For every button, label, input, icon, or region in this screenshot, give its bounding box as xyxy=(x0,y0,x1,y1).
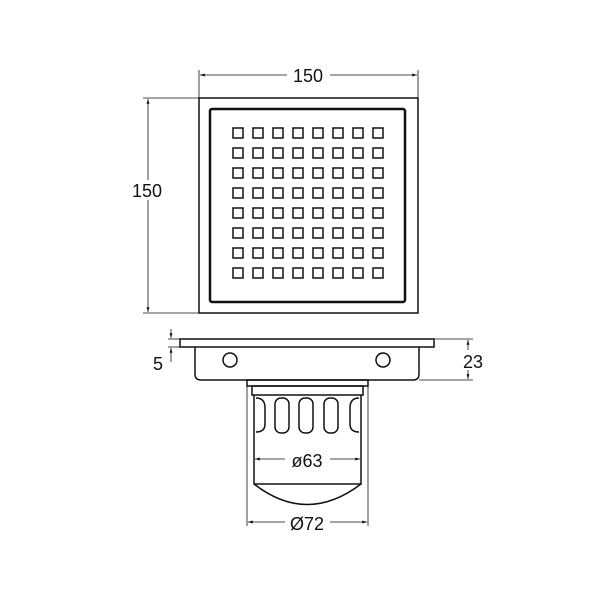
grate-hole xyxy=(372,127,384,139)
grate-hole xyxy=(292,247,304,259)
top-view: 150 150 xyxy=(130,66,419,314)
grate-hole xyxy=(232,247,244,259)
grate-hole xyxy=(232,127,244,139)
grate-hole xyxy=(352,227,364,239)
grate-hole xyxy=(272,167,284,179)
grate-hole xyxy=(352,127,364,139)
grate-hole xyxy=(352,187,364,199)
grate-hole xyxy=(272,267,284,279)
grate-hole xyxy=(352,167,364,179)
grate-hole xyxy=(232,227,244,239)
grate-hole xyxy=(292,187,304,199)
grate-hole xyxy=(232,207,244,219)
grate-hole xyxy=(332,247,344,259)
grate-hole xyxy=(252,147,264,159)
flange xyxy=(179,338,435,348)
neck xyxy=(251,385,364,396)
grate-hole xyxy=(252,267,264,279)
grate-hole xyxy=(352,247,364,259)
trap-bottom xyxy=(253,483,362,506)
grate-hole xyxy=(252,127,264,139)
grate-hole xyxy=(312,167,324,179)
grate-hole xyxy=(252,227,264,239)
flange-thickness-label: 5 xyxy=(153,354,163,374)
grate-hole xyxy=(252,207,264,219)
grate-hole xyxy=(312,247,324,259)
grate-hole xyxy=(272,187,284,199)
grate-hole xyxy=(372,187,384,199)
grate-hole xyxy=(312,227,324,239)
grate-hole xyxy=(372,267,384,279)
grate-hole xyxy=(272,247,284,259)
grate-hole xyxy=(372,167,384,179)
grate-hole xyxy=(332,207,344,219)
grate-hole xyxy=(352,267,364,279)
grate-hole xyxy=(372,227,384,239)
grate-hole xyxy=(332,167,344,179)
trap-body xyxy=(253,395,362,485)
grate-hole xyxy=(372,207,384,219)
grate-hole xyxy=(252,167,264,179)
grate-hole xyxy=(372,247,384,259)
height-dimension-label: 150 xyxy=(132,181,162,201)
grate-hole xyxy=(272,207,284,219)
grate-hole xyxy=(272,127,284,139)
grate-hole xyxy=(312,127,324,139)
grate-hole xyxy=(372,147,384,159)
side-view: ø63 Ø72 5 23 xyxy=(153,329,483,534)
grate-hole xyxy=(352,147,364,159)
grate-hole xyxy=(312,267,324,279)
outer-frame xyxy=(198,97,419,314)
grate-hole xyxy=(332,227,344,239)
grate-hole xyxy=(232,147,244,159)
grate-hole xyxy=(232,187,244,199)
grate-hole xyxy=(312,187,324,199)
grate-hole xyxy=(312,147,324,159)
trap-slots xyxy=(255,397,360,434)
grate-hole xyxy=(232,267,244,279)
grate-hole xyxy=(252,187,264,199)
grate-panel xyxy=(208,107,407,304)
grate-hole xyxy=(332,267,344,279)
grate-hole xyxy=(332,127,344,139)
grate-holes xyxy=(232,127,384,279)
grate-hole xyxy=(292,167,304,179)
width-dimension-label: 150 xyxy=(293,66,323,86)
screw-hole-right xyxy=(375,352,391,368)
grate-hole xyxy=(292,207,304,219)
grate-hole xyxy=(272,147,284,159)
inner-diameter-label: ø63 xyxy=(291,451,322,471)
grate-hole xyxy=(332,187,344,199)
grate-hole xyxy=(232,167,244,179)
neck-ring xyxy=(246,379,369,387)
body xyxy=(194,347,420,381)
screw-hole-left xyxy=(222,352,238,368)
grate-hole xyxy=(252,247,264,259)
grate-hole xyxy=(352,207,364,219)
grate-hole xyxy=(292,127,304,139)
grate-hole xyxy=(292,147,304,159)
grate-hole xyxy=(272,227,284,239)
grate-hole xyxy=(332,147,344,159)
body-height-label: 23 xyxy=(463,352,483,372)
outer-diameter-label: Ø72 xyxy=(290,514,324,534)
grate-hole xyxy=(292,227,304,239)
grate-hole xyxy=(292,267,304,279)
grate-hole xyxy=(312,207,324,219)
